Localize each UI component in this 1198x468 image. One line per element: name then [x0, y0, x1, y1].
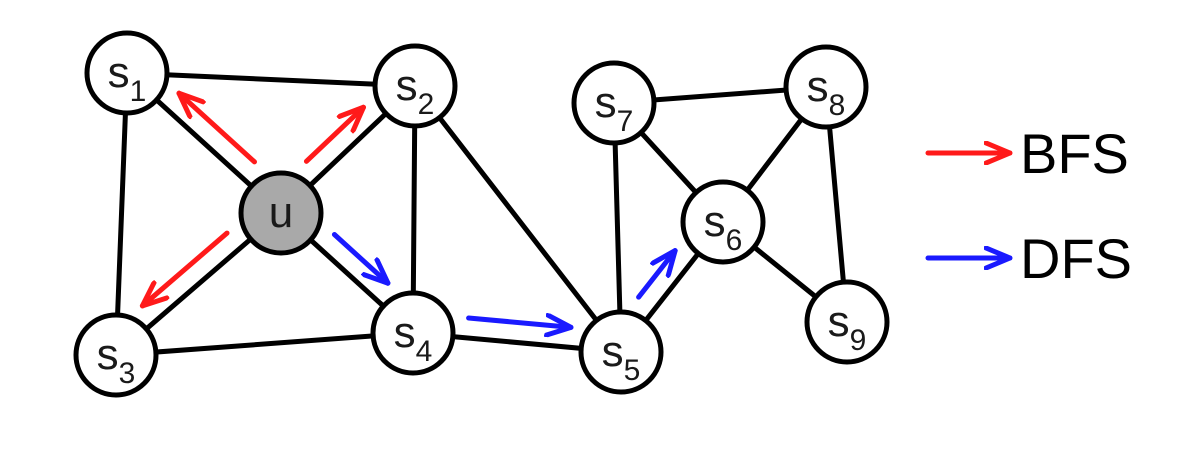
node-circle-u — [238, 170, 324, 256]
node-circle-s8 — [783, 44, 869, 130]
node-circle-s9 — [804, 279, 890, 365]
node-s8: s8 — [783, 44, 869, 130]
edge-s3-s4 — [113, 330, 416, 358]
node-label-base: s — [595, 78, 617, 127]
node-label-subscript: 5 — [624, 354, 641, 387]
node-label-subscript: 1 — [130, 75, 147, 108]
edge-s1-s3 — [113, 70, 130, 358]
node-label-base: s — [602, 327, 624, 376]
node-label-s7: s7 — [595, 78, 634, 138]
node-label-base: s — [704, 197, 726, 246]
node-circle-s6 — [680, 179, 766, 265]
node-s4: s4 — [370, 290, 456, 376]
legend-label-dfs: DFS — [1020, 227, 1132, 290]
node-s6: s6 — [680, 179, 766, 265]
node-label-subscript: 7 — [617, 105, 634, 138]
edge-s1-s2 — [124, 70, 418, 89]
dfs-arrow-s5-s6 — [636, 248, 678, 300]
node-label-subscript: 8 — [829, 89, 846, 122]
node-label-s4: s4 — [394, 308, 433, 368]
node-circle-s2 — [372, 43, 458, 129]
node-label-base: u — [269, 188, 293, 237]
node-s1: s1 — [84, 30, 170, 116]
node-label-base: s — [807, 62, 829, 111]
node-label-base: s — [828, 297, 850, 346]
bfs-arrow-u-s1 — [176, 90, 257, 165]
node-label-subscript: 3 — [119, 357, 136, 390]
node-label-subscript: 4 — [416, 335, 433, 368]
node-label-subscript: 6 — [726, 224, 743, 257]
node-circle-s3 — [73, 312, 159, 398]
dfs-arrow-u-s4 — [331, 232, 391, 286]
node-label-s3: s3 — [97, 330, 136, 390]
node-label-s6: s6 — [704, 197, 743, 257]
node-circle-s4 — [370, 290, 456, 376]
node-label-base: s — [396, 61, 418, 110]
node-label-subscript: 2 — [418, 88, 435, 121]
node-circle-s7 — [571, 60, 657, 146]
node-u: u — [238, 170, 324, 256]
bfs-arrow-u-s3 — [139, 230, 230, 309]
node-label-subscript: 9 — [850, 324, 867, 357]
legend-label-bfs: BFS — [1020, 122, 1129, 185]
node-label-s5: s5 — [602, 327, 641, 387]
legend: BFS DFS — [925, 122, 1132, 290]
node-label-base: s — [97, 330, 119, 379]
node-s3: s3 — [73, 312, 159, 398]
bfs-arrow-u-s2 — [303, 104, 366, 164]
node-circle-s5 — [578, 309, 664, 395]
traversal-arrows-layer — [139, 90, 678, 327]
node-label-base: s — [394, 308, 416, 357]
edge-s2-s5 — [412, 83, 624, 355]
node-s2: s2 — [372, 43, 458, 129]
node-label-u: u — [269, 188, 293, 237]
node-s9: s9 — [804, 279, 890, 365]
node-label-s9: s9 — [828, 297, 867, 357]
node-s5: s5 — [578, 309, 664, 395]
node-label-s8: s8 — [807, 62, 846, 122]
dfs-arrow-s4-s5 — [466, 318, 574, 327]
node-s7: s7 — [571, 60, 657, 146]
node-label-base: s — [108, 48, 130, 97]
node-label-s2: s2 — [396, 61, 435, 121]
node-circle-s1 — [84, 30, 170, 116]
node-label-s1: s1 — [108, 48, 147, 108]
